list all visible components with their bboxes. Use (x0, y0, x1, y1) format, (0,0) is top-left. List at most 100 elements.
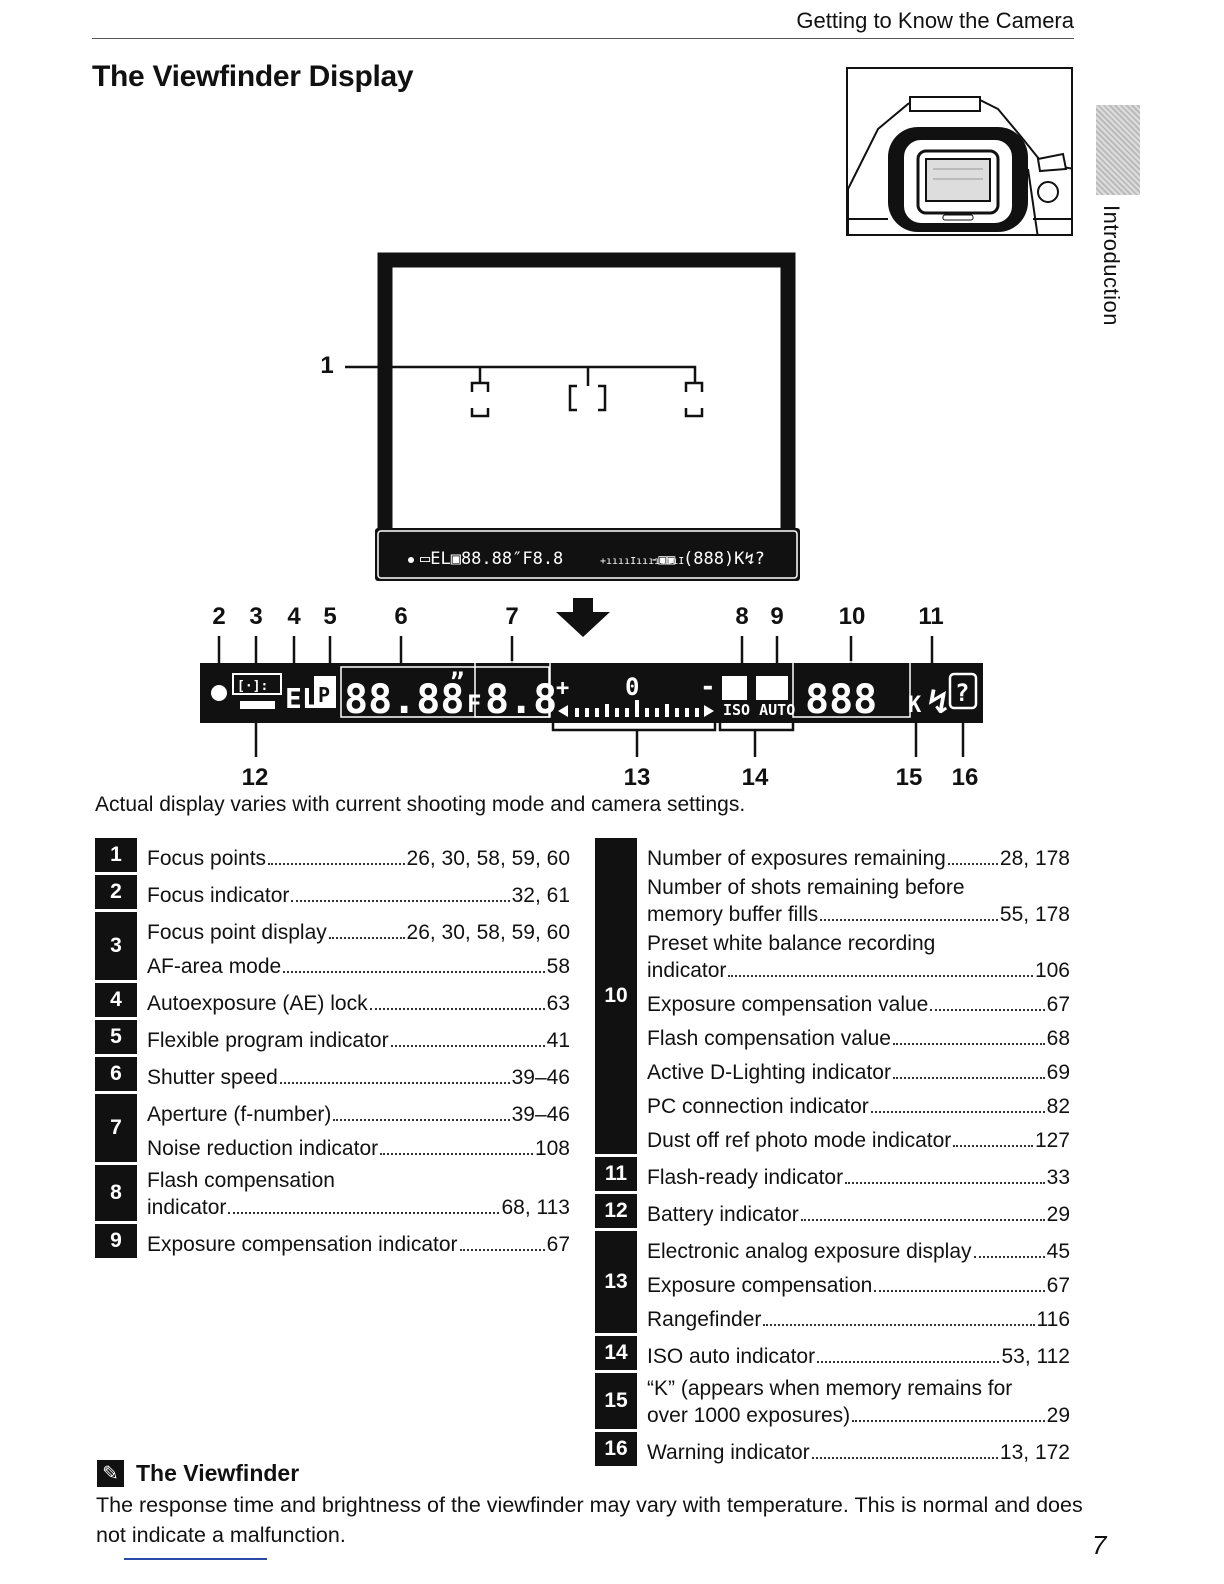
dot-leader (459, 1249, 545, 1251)
entry-label-cont: indicator (147, 1196, 227, 1219)
iso-auto-label: ISO AUTO (723, 701, 795, 719)
k-indicator: K (908, 693, 922, 718)
entry-label: Battery indicator (647, 1203, 799, 1226)
legend-entry: Focus indicator 32, 61 (147, 875, 570, 909)
page-ref: 127 (1034, 1129, 1070, 1152)
entry-label: Electronic analog exposure display (647, 1240, 972, 1263)
note-heading: ✎ The Viewfinder (97, 1460, 299, 1487)
ae-lock-el: EL (285, 682, 319, 715)
legend-number-badge: 9 (95, 1224, 137, 1258)
legend-number-badge: 12 (595, 1194, 637, 1228)
callout-5: 5 (323, 603, 337, 630)
callout-2: 2 (212, 603, 226, 630)
svg-text:+ııııIıııııııI: +ııııIıııııııI (600, 556, 684, 567)
page-ref: 116 (1036, 1308, 1070, 1331)
page-ref: 32, 61 (511, 884, 570, 907)
page-title: The Viewfinder Display (92, 60, 414, 93)
entry-label: Active D-Lighting indicator (647, 1061, 891, 1084)
legend-number-badge: 7 (95, 1094, 137, 1162)
callout-6: 6 (394, 603, 408, 630)
entry-label: Focus indicator (147, 884, 290, 907)
legend-number-badge: 4 (95, 983, 137, 1017)
legend-entry: Shutter speed 39–46 (147, 1057, 570, 1091)
entry-label: PC connection indicator (647, 1095, 869, 1118)
entry-label-cont: indicator (647, 959, 727, 982)
svg-text:-: - (700, 672, 716, 702)
entry-label: Shutter speed (147, 1066, 278, 1089)
entry-label: Focus point display (147, 921, 327, 944)
page-ref: 67 (1046, 993, 1070, 1016)
legend-number-badge: 10 (595, 838, 637, 1154)
legend-number-badge: 13 (595, 1231, 637, 1333)
dot-leader (279, 1082, 510, 1084)
legend-number-badge: 6 (95, 1057, 137, 1091)
page-ref: 68 (1046, 1027, 1070, 1050)
legend-entry: Exposure compensation 67 (647, 1265, 1070, 1299)
page-ref: 28, 178 (999, 847, 1070, 870)
svg-text:P: P (318, 683, 330, 707)
svg-text:F: F (467, 690, 481, 718)
entry-label: ISO auto indicator (647, 1345, 816, 1368)
legend-entry: Exposure compensation value 67 (647, 984, 1070, 1018)
callout-4: 4 (287, 603, 301, 630)
legend-entry: Aperture (f-number)39–46 (147, 1094, 570, 1128)
legend-number-badge: 5 (95, 1020, 137, 1054)
dot-leader (380, 1153, 533, 1155)
entry-label: Exposure compensation (647, 1274, 873, 1297)
warning-indicator: ? (955, 679, 969, 707)
page-ref: 67 (1046, 1274, 1070, 1297)
chapter-tab-marker (1096, 105, 1140, 195)
entry-label: Exposure compensation value (647, 993, 929, 1016)
legend-entry: Focus point display 26, 30, 58, 59, 60 (147, 912, 570, 946)
dot-leader (811, 1457, 998, 1459)
dot-leader (291, 900, 510, 902)
aperture-digits: 8.8 (485, 677, 557, 723)
legend-entry: Flash compensation value 68 (647, 1018, 1070, 1052)
entry-label: Flash compensation value (647, 1027, 891, 1050)
callout-9: 9 (770, 603, 784, 630)
legend-number-badge: 3 (95, 912, 137, 980)
svg-text:0: 0 (625, 673, 639, 701)
page-ref: 39–46 (511, 1103, 570, 1126)
entry-label: Autoexposure (AE) lock (147, 992, 368, 1015)
dot-leader (973, 1256, 1045, 1258)
svg-text:▭EL▣88.88″F8.8: ▭EL▣88.88″F8.8 (420, 549, 563, 569)
header-divider (92, 38, 1074, 39)
page-ref: 33 (1046, 1166, 1070, 1189)
page-ref: 39–46 (511, 1066, 570, 1089)
footer-rule (124, 1558, 267, 1560)
page-ref: 26, 30, 58, 59, 60 (406, 921, 570, 944)
callout-16: 16 (951, 764, 979, 791)
dot-leader (892, 1077, 1045, 1079)
entry-label-cont: over 1000 exposures) (647, 1404, 851, 1427)
legend-number-badge: 1 (95, 838, 137, 872)
running-header: Getting to Know the Camera (796, 8, 1074, 33)
dot-leader (852, 1420, 1045, 1422)
callout-15: 15 (895, 764, 923, 791)
legend-number-badge: 8 (95, 1165, 137, 1221)
exposures-digits: 888 (805, 677, 877, 723)
shutter-speed-digits: 88.88 (344, 677, 464, 723)
dot-leader (953, 1145, 1033, 1147)
legend-row: 6 Shutter speed 39–46 (95, 1057, 570, 1091)
